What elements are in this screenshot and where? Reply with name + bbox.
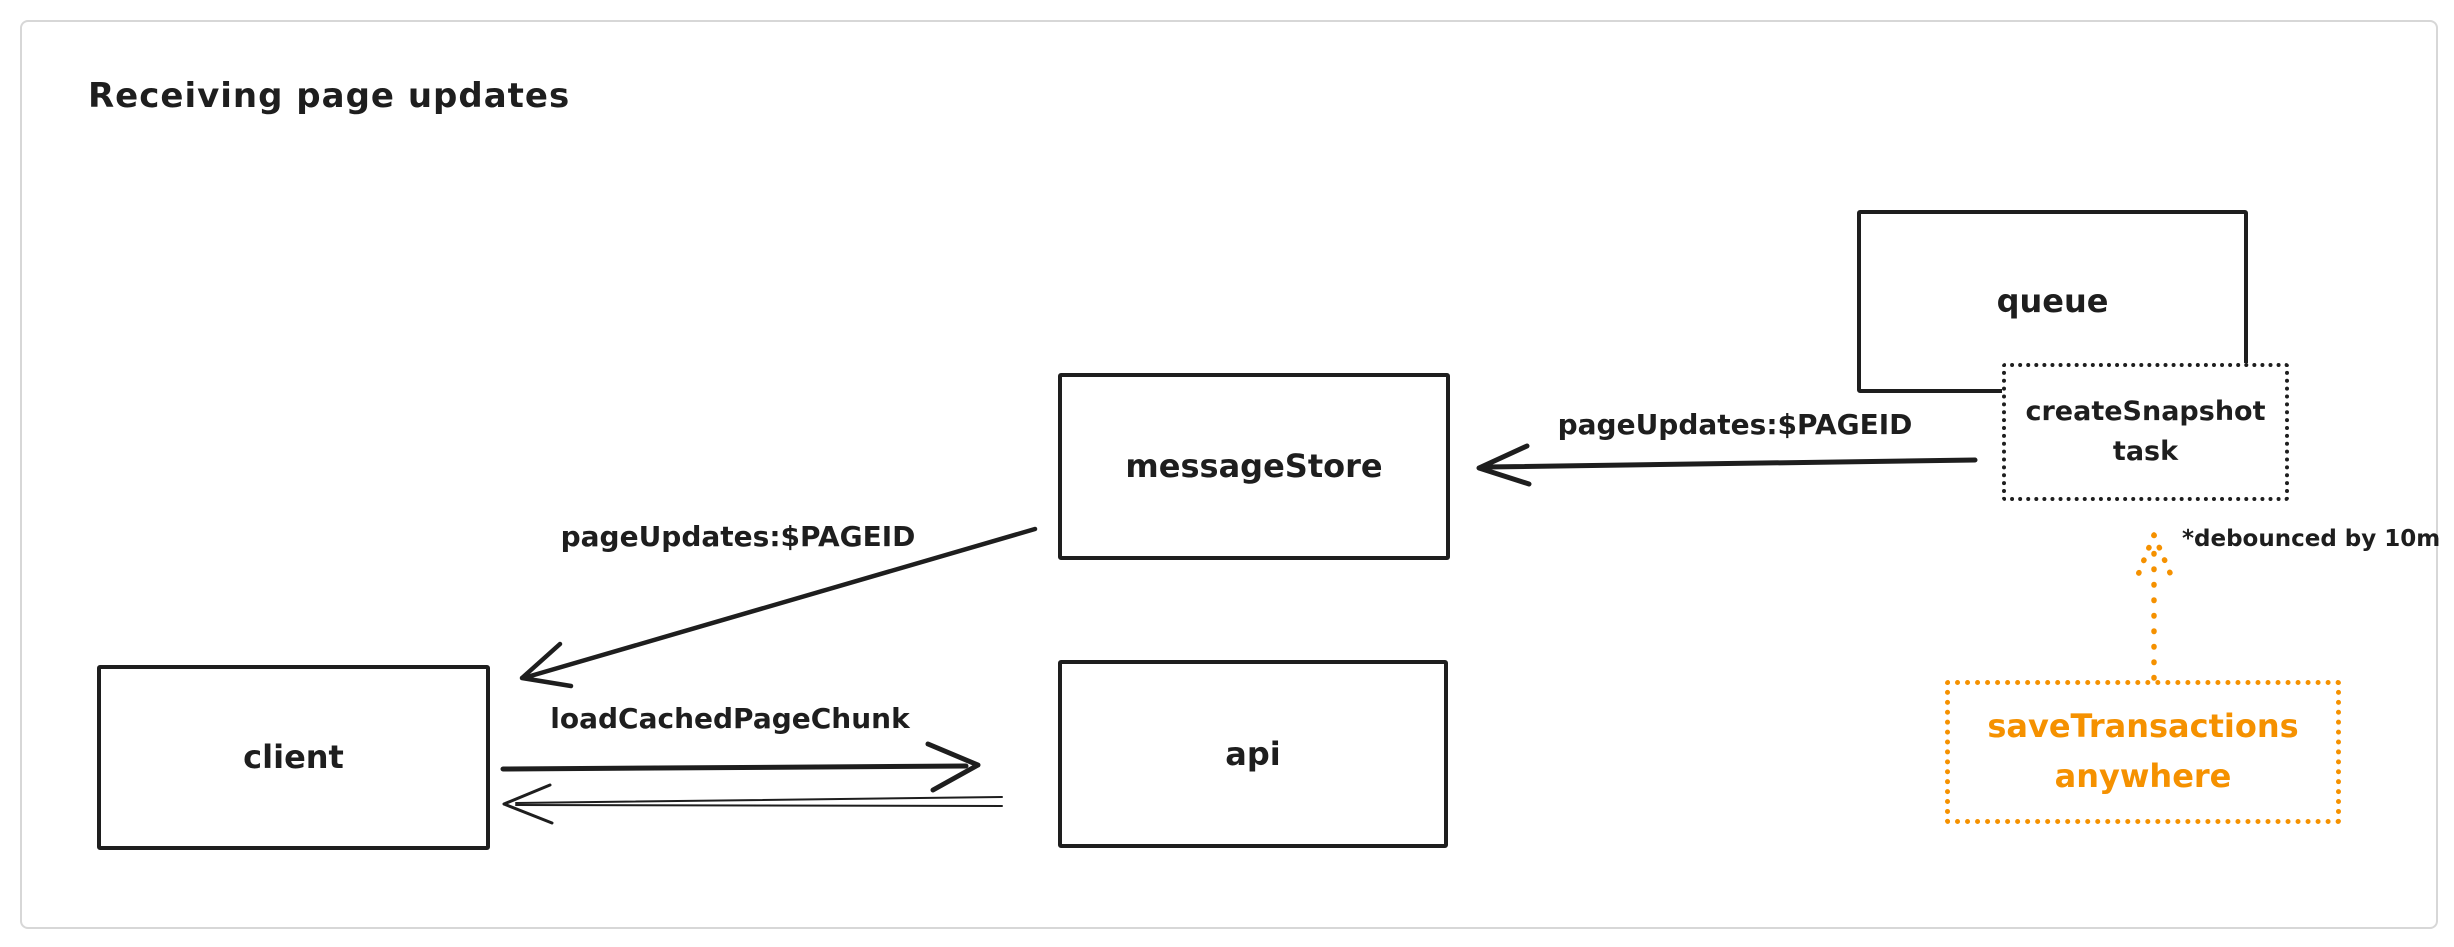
diagram-title: Receiving page updates [88, 76, 571, 116]
frame-border [20, 20, 2438, 929]
debounce-annotation: *debounced by 10m [2182, 526, 2441, 552]
node-save-transactions-label: saveTransactions anywhere [1987, 707, 2299, 795]
node-client: client [97, 665, 490, 850]
node-queue-label: queue [1996, 282, 2109, 321]
node-api-label: api [1225, 734, 1281, 773]
node-api: api [1058, 660, 1448, 848]
node-message-store-label: messageStore [1125, 447, 1383, 486]
node-save-transactions: saveTransactions anywhere [1945, 680, 2341, 824]
edge-label-task-to-message-store: pageUpdates:$PAGEID [1557, 408, 1913, 441]
edge-label-message-store-to-client: pageUpdates:$PAGEID [560, 520, 916, 553]
node-client-label: client [243, 738, 344, 777]
edge-label-client-to-api: loadCachedPageChunk [550, 702, 910, 735]
node-create-snapshot-task: createSnapshot task [2002, 363, 2289, 501]
node-message-store: messageStore [1058, 373, 1450, 560]
node-create-snapshot-task-label: createSnapshot task [2025, 395, 2266, 468]
